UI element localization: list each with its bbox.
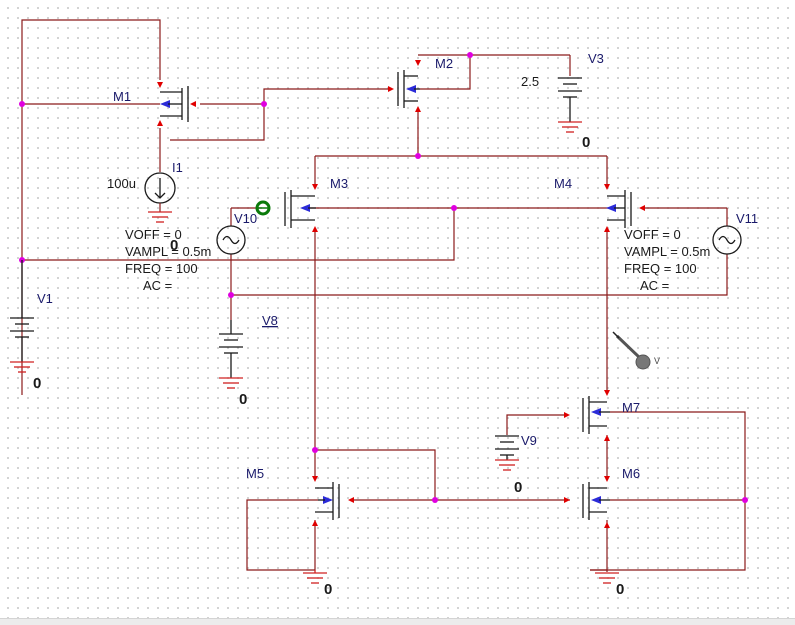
i1-value: 100u	[107, 176, 136, 191]
v10-vampl: VAMPL = 0.5m	[125, 244, 211, 259]
probe-label: V	[654, 356, 660, 366]
ground-v3: 0	[558, 121, 590, 151]
ground-v9: 0	[495, 459, 522, 496]
current-source-i1[interactable]: I1 100u	[107, 160, 183, 212]
v10-ac: AC =	[143, 278, 172, 293]
svg-text:0: 0	[324, 581, 332, 598]
svg-text:0: 0	[514, 479, 522, 496]
v10-voff: VOFF = 0	[125, 227, 182, 242]
mosfet-m6[interactable]: M6	[564, 466, 640, 528]
svg-text:0: 0	[239, 391, 247, 408]
junctions	[19, 52, 748, 503]
v10-properties: VOFF = 0 VAMPL = 0.5m FREQ = 100 AC =	[125, 227, 211, 293]
v10-freq: FREQ = 100	[125, 261, 198, 276]
m3-label: M3	[330, 176, 348, 191]
mosfet-m5[interactable]: M5	[246, 466, 354, 526]
v1-label: V1	[37, 291, 53, 306]
mosfet-m2[interactable]: M2	[388, 56, 453, 112]
ground-v1: 0	[10, 361, 41, 392]
voltage-probe-icon[interactable]: V	[612, 331, 660, 370]
wires	[21, 19, 746, 572]
m4-label: M4	[554, 176, 572, 191]
status-bar	[0, 618, 795, 625]
mosfet-m7[interactable]: M7	[564, 390, 640, 441]
v11-properties: VOFF = 0 VAMPL = 0.5m FREQ = 100 AC =	[624, 227, 710, 293]
v3-label: V3	[588, 51, 604, 66]
svg-text:0: 0	[582, 134, 590, 151]
v8-label: V8	[262, 313, 278, 328]
ground-v8: 0	[219, 377, 247, 408]
ground-m5: 0	[303, 570, 332, 598]
v11-ac: AC =	[640, 278, 669, 293]
m6-label: M6	[622, 466, 640, 481]
mosfet-m4[interactable]: M4	[554, 176, 645, 232]
battery-v9[interactable]: V9	[495, 433, 537, 460]
svg-text:0: 0	[170, 237, 178, 254]
m1-label: M1	[113, 89, 131, 104]
battery-v8[interactable]: V8	[219, 313, 278, 378]
m5-label: M5	[246, 466, 264, 481]
svg-text:0: 0	[616, 581, 624, 598]
m7-label: M7	[622, 400, 640, 415]
v9-label: V9	[521, 433, 537, 448]
probe-marker-icon[interactable]	[255, 200, 271, 216]
v11-label: V11	[736, 211, 758, 226]
i1-label: I1	[172, 160, 183, 175]
mosfet-m1[interactable]: M1	[113, 82, 196, 126]
ground-i1: 0	[148, 211, 178, 254]
battery-v1[interactable]: V1	[10, 260, 53, 362]
v11-vampl: VAMPL = 0.5m	[624, 244, 710, 259]
v10-label: V10	[234, 211, 257, 226]
battery-v3[interactable]: V3 2.5	[521, 51, 604, 122]
sine-source-v11[interactable]: V11	[712, 211, 758, 255]
ground-m6: 0	[595, 572, 624, 598]
v3-value: 2.5	[521, 74, 539, 89]
m2-label: M2	[435, 56, 453, 71]
mosfet-m3[interactable]: M3	[284, 176, 348, 232]
sine-source-v10[interactable]: V10	[216, 211, 257, 255]
svg-text:0: 0	[33, 375, 41, 392]
v11-freq: FREQ = 100	[624, 261, 697, 276]
v11-voff: VOFF = 0	[624, 227, 681, 242]
